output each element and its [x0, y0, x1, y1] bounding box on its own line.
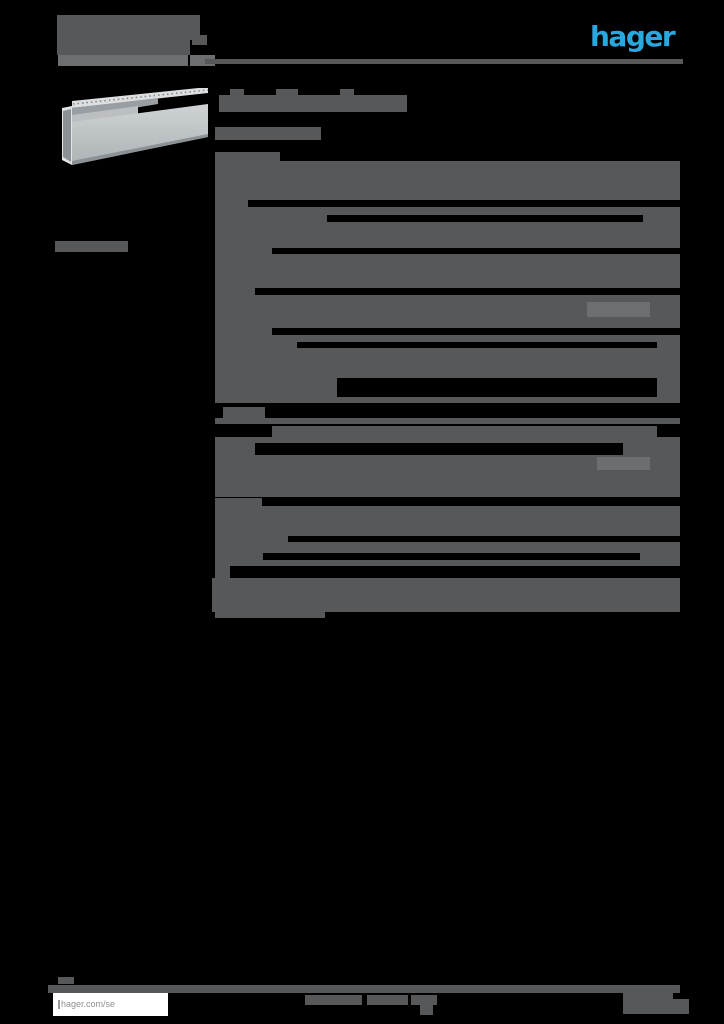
- label-stub-12: [215, 566, 230, 578]
- footer-top-bar: [48, 985, 680, 993]
- label-stub-11r: [640, 553, 680, 560]
- table-band-j: [215, 437, 680, 443]
- image-caption-bar: [55, 241, 128, 252]
- footer-center-descender: [420, 1004, 433, 1015]
- footer-center-word-2: [367, 995, 408, 1005]
- table-band-o: [212, 578, 680, 612]
- title-ascender-2: [276, 89, 298, 96]
- table-band-c: [215, 222, 680, 248]
- table-band-o-tail: [215, 612, 325, 618]
- header-ref-line-1: [57, 15, 200, 40]
- label-stub-9: [215, 498, 262, 506]
- footer-center-word-1: [305, 995, 362, 1005]
- label-stub-7r: [657, 378, 680, 397]
- title-bar: [219, 95, 407, 112]
- label-stub-6l: [215, 342, 297, 348]
- product-photo-cable-trunking: [62, 88, 209, 165]
- table-band-g: [215, 348, 680, 378]
- trunking-end-cavity: [63, 109, 71, 162]
- table-band-n: [215, 560, 680, 566]
- footer-mark: [58, 977, 74, 984]
- label-stub-8l: [215, 443, 255, 455]
- table-band-i: [215, 418, 680, 424]
- table-band-m: [215, 542, 680, 553]
- trunking-bottom-edge: [72, 134, 208, 165]
- trunking-serration: [72, 89, 209, 105]
- header-subline-b: [190, 55, 215, 66]
- table-band-a: [215, 161, 680, 200]
- table-band-f: [215, 335, 680, 342]
- hager-logo: hager: [590, 20, 676, 53]
- footer-center-word-3: [411, 995, 437, 1005]
- label-stub-2r: [643, 215, 680, 222]
- trunking-top-edge: [72, 88, 208, 108]
- header-subline: [58, 55, 188, 66]
- label-stub-3: [215, 248, 272, 254]
- band-e-light-patch: [587, 302, 650, 317]
- table-band-h: [215, 397, 680, 403]
- label-stub-4: [215, 288, 255, 295]
- table-band-b: [215, 207, 680, 215]
- label-stub-6r: [657, 342, 680, 348]
- footer-right-block-step: [668, 999, 689, 1014]
- field-label-bar: [215, 152, 280, 161]
- label-stub-1: [215, 200, 248, 207]
- band-k-light-patch: [597, 457, 650, 470]
- footer-link-prefix-mark: [58, 1000, 60, 1009]
- label-stub-8r: [623, 443, 680, 455]
- title-ascender-3: [340, 89, 354, 96]
- section-heading-bar: [215, 127, 321, 140]
- table-band-l: [215, 506, 680, 536]
- title-ascender-1: [230, 89, 244, 96]
- footer-website-box[interactable]: hager.com/se: [53, 993, 168, 1016]
- trunking-front-face: [72, 104, 208, 165]
- label-stub-11l: [215, 553, 263, 560]
- label-stub-5: [215, 328, 272, 335]
- header-ref-line-2b: [192, 35, 207, 45]
- label-stub-2l: [215, 215, 327, 222]
- footer-right-block: [623, 992, 673, 1014]
- label-stub-7l: [215, 378, 337, 397]
- header-ref-line-2: [57, 40, 190, 55]
- value-bar-1: [272, 426, 657, 437]
- label-stub-10: [215, 536, 288, 542]
- footer-website-link[interactable]: hager.com/se: [61, 999, 116, 1009]
- table-band-d: [215, 254, 680, 288]
- header-divider: [205, 59, 683, 64]
- gap-field-label: [223, 407, 265, 418]
